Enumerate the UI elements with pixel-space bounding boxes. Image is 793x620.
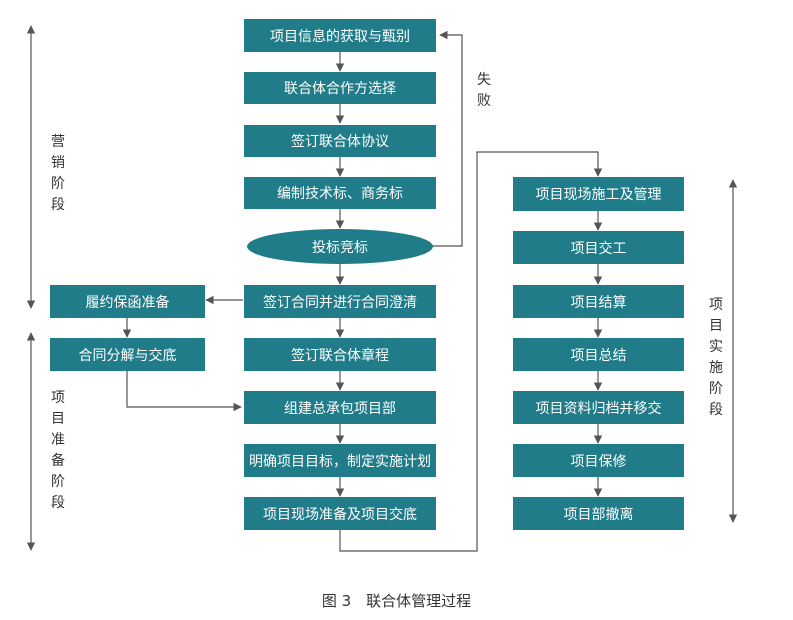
step-site-construction: 项目现场施工及管理: [513, 177, 684, 211]
step-define-objectives: 明确项目目标，制定实施计划: [244, 444, 436, 477]
figure-caption: 图 3 联合体管理过程: [321, 592, 472, 610]
step-prepare-bids: 编制技术标、商务标: [244, 177, 436, 209]
fail-label: 失败: [477, 72, 491, 109]
step-warranty: 项目保修: [513, 444, 684, 477]
connector-s10-r1: [339, 151, 603, 552]
step-bidding: 投标竞标: [247, 229, 433, 264]
step-performance-guarantee: 履约保函准备: [50, 285, 205, 318]
step-site-preparation: 项目现场准备及项目交底: [244, 497, 436, 530]
arrow-a2-s8: [126, 371, 242, 412]
step-withdrawal: 项目部撤离: [513, 497, 684, 530]
step-sign-consortium-agreement: 签订联合体协议: [244, 125, 436, 157]
marketing-stage-label: 营销阶段: [51, 134, 65, 213]
step-project-info: 项目信息的获取与甄别: [244, 19, 436, 52]
step-settlement: 项目结算: [513, 285, 684, 318]
step-consortium-charter: 签订联合体章程: [244, 338, 436, 371]
preparation-stage-label: 项目准备阶段: [51, 390, 65, 511]
step-contract-breakdown: 合同分解与交底: [50, 338, 205, 371]
step-archive-documents: 项目资料归档并移交: [513, 391, 684, 424]
step-sign-contract: 签订合同并进行合同澄清: [244, 285, 436, 318]
fail-loop-line: [432, 30, 463, 247]
step-partner-selection: 联合体合作方选择: [244, 72, 436, 104]
step-handover: 项目交工: [513, 231, 684, 264]
implementation-stage-label: 项目实施阶段: [709, 297, 723, 418]
step-summary: 项目总结: [513, 338, 684, 371]
step-form-project-department: 组建总承包项目部: [244, 391, 436, 424]
